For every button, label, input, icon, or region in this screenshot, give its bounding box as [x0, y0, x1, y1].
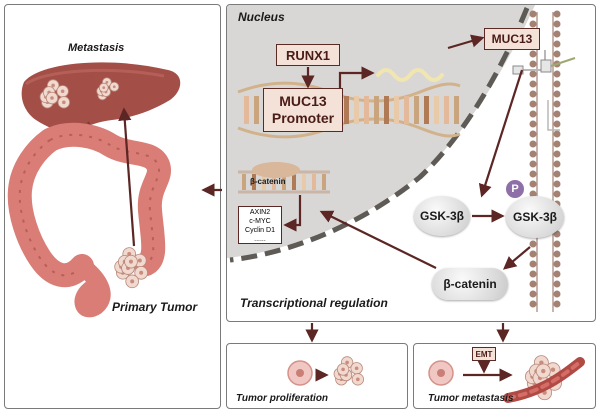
- target-gene: Cyclin D1: [245, 227, 275, 234]
- dna-helix: [237, 81, 461, 139]
- gsk3b-left: GSK-3β: [414, 196, 470, 236]
- beta-catenin-dna-label: β-catenin: [250, 177, 286, 186]
- emt-box: EMT: [472, 347, 496, 361]
- runx1-box: RUNX1: [276, 44, 340, 66]
- liver: [21, 62, 181, 142]
- target-genes-box: AXIN2 c-MYC Cyclin D1 ......: [238, 206, 282, 244]
- promoter-line-1: MUC13: [279, 93, 327, 109]
- phospho-badge: P: [506, 180, 524, 198]
- tumor-proliferation-label: Tumor proliferation: [236, 393, 329, 404]
- muc13-promoter-box: MUC13 Promoter: [263, 88, 343, 132]
- nuclear-envelope: [229, 7, 530, 263]
- promoter-line-2: Promoter: [271, 110, 335, 126]
- nucleus: [227, 5, 535, 258]
- target-gene: c-MYC: [249, 218, 271, 225]
- tumor-metastasis-label: Tumor metastasis: [428, 393, 514, 404]
- cell-membrane: [529, 10, 561, 312]
- beta-catenin-cytoplasm: β-catenin: [432, 268, 508, 300]
- target-gene: ......: [254, 236, 266, 243]
- target-dna: [238, 162, 330, 194]
- target-gene: AXIN2: [249, 209, 271, 216]
- muc13-box: MUC13: [484, 28, 540, 50]
- gsk3b-right: GSK-3β: [506, 196, 564, 238]
- mrna-strand: [376, 68, 444, 82]
- primary-tumor-label: Primary Tumor: [112, 300, 198, 314]
- nucleus-label: Nucleus: [238, 10, 285, 24]
- transcriptional-label: Transcriptional regulation: [240, 296, 388, 310]
- metastasis-label: Metastasis: [68, 42, 125, 54]
